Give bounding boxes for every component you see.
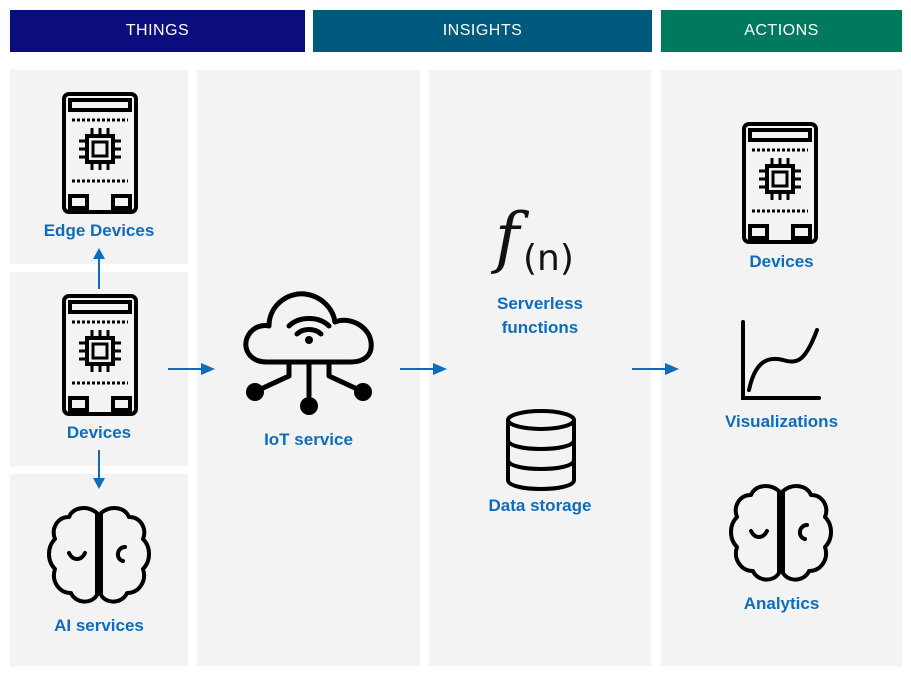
cloud-wifi-icon (243, 291, 374, 415)
action-devices-label: Devices (749, 252, 814, 271)
analytics-label: Analytics (743, 594, 820, 613)
arrow-right-icon (400, 363, 447, 375)
device-board-icon (62, 294, 138, 416)
arrow-right-icon (632, 363, 679, 375)
edge-devices-label: Edge Devices (43, 221, 155, 240)
ai-services-label: AI services (54, 616, 144, 635)
data-storage-label: Data storage (488, 496, 592, 515)
line-chart-icon (741, 320, 821, 400)
device-board-icon (62, 92, 138, 214)
insights-header: INSIGHTS (313, 10, 652, 52)
brain-icon (47, 506, 151, 604)
serverless-functions-label: Serverless functions (496, 294, 584, 337)
database-icon (506, 409, 576, 491)
visualizations-label: Visualizations (724, 412, 839, 431)
arrow-right-icon (168, 363, 215, 375)
actions-header: ACTIONS (661, 10, 902, 52)
device-board-icon (742, 122, 818, 244)
devices-label: Devices (66, 423, 132, 442)
arrow-up-icon (93, 248, 105, 289)
arrow-down-icon (93, 450, 105, 489)
iot-service-label: IoT service (264, 430, 353, 449)
insights-panel (429, 70, 651, 666)
things-header: THINGS (10, 10, 305, 52)
function-symbol: f (n) (495, 199, 574, 279)
brain-icon (729, 484, 833, 582)
